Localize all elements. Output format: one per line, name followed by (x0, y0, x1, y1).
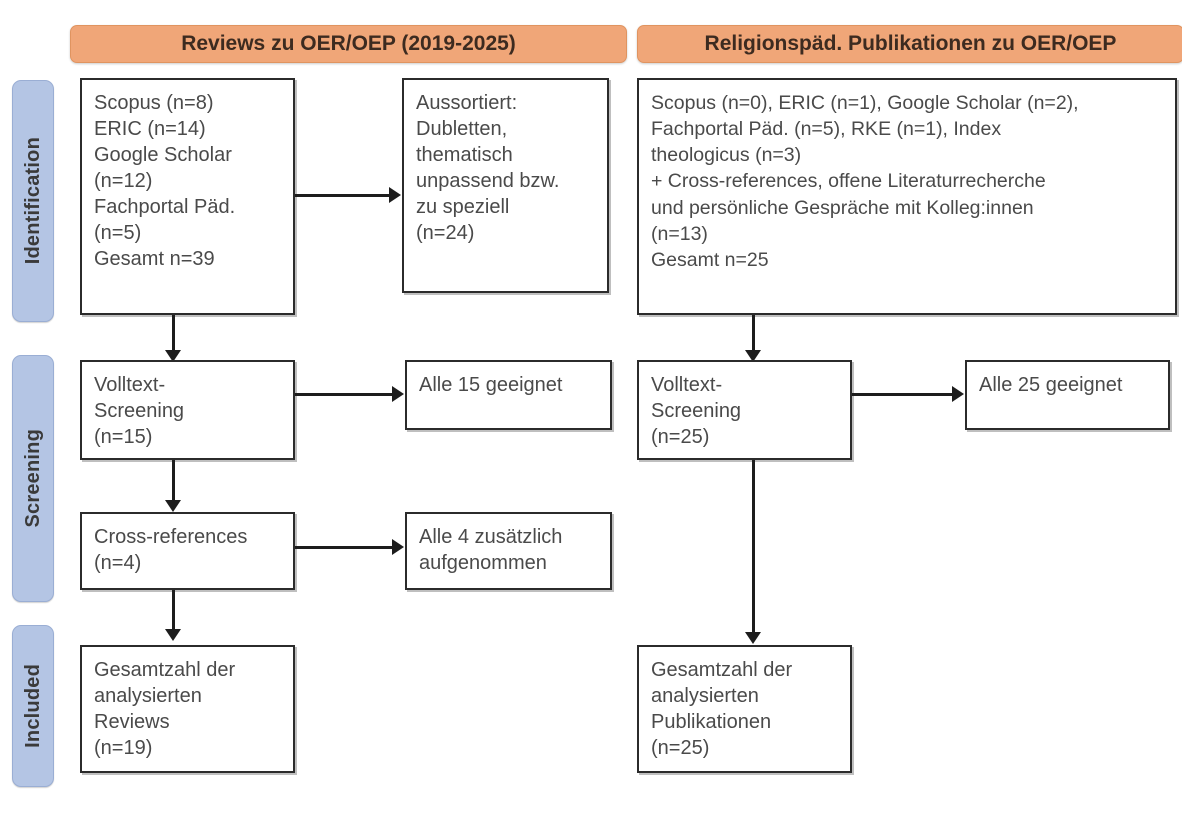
arrowhead-left-screening-to-result (392, 386, 404, 402)
box-left-screening-text: Volltext- Screening (n=15) (94, 374, 185, 448)
box-left-screening-result-text: Alle 15 geeignet (419, 374, 563, 396)
stage-label-included-text: Included (21, 664, 44, 748)
connector-right-id-to-screening (752, 315, 755, 353)
stage-label-screening: Screening (12, 355, 54, 602)
arrowhead-left-screening-to-crossrefs (165, 500, 181, 512)
arrowhead-left-id-to-screening (165, 350, 181, 362)
arrowhead-right-screening-to-included (745, 632, 761, 644)
box-left-identification: Scopus (n=8) ERIC (n=14) Google Scholar … (80, 78, 295, 315)
box-left-crossrefs-result-text: Alle 4 zusätzlich aufgenommen (419, 526, 563, 574)
connector-left-id-to-excluded (295, 194, 390, 197)
connector-left-screening-to-crossrefs (172, 460, 175, 503)
arrowhead-right-id-to-screening (745, 350, 761, 362)
box-left-screening: Volltext- Screening (n=15) (80, 360, 295, 460)
stage-label-screening-text: Screening (21, 429, 44, 528)
box-left-crossrefs-text: Cross-references (n=4) (94, 526, 248, 574)
box-left-screening-result: Alle 15 geeignet (405, 360, 612, 430)
arrowhead-left-crossrefs-to-included (165, 629, 181, 641)
connector-right-screening-to-result (852, 393, 953, 396)
stage-label-identification: Identification (12, 80, 54, 322)
box-left-identification-text: Scopus (n=8) ERIC (n=14) Google Scholar … (94, 92, 236, 270)
box-right-screening-result: Alle 25 geeignet (965, 360, 1170, 430)
box-left-excluded-text: Aussortiert: Dubletten, thematisch unpas… (416, 92, 560, 244)
box-left-excluded: Aussortiert: Dubletten, thematisch unpas… (402, 78, 609, 293)
arrowhead-right-screening-to-result (952, 386, 964, 402)
connector-left-id-to-screening (172, 315, 175, 353)
box-right-identification-text: Scopus (n=0), ERIC (n=1), Google Scholar… (651, 92, 1079, 271)
stage-label-identification-text: Identification (21, 137, 44, 265)
column-header-left-text: Reviews zu OER/OEP (2019-2025) (181, 32, 516, 55)
box-right-screening: Volltext- Screening (n=25) (637, 360, 852, 460)
column-header-right: Religionspäd. Publikationen zu OER/OEP (637, 25, 1182, 63)
box-right-screening-text: Volltext- Screening (n=25) (651, 374, 742, 448)
connector-left-screening-to-result (295, 393, 393, 396)
arrowhead-left-id-to-excluded (389, 187, 401, 203)
box-right-included-text: Gesamtzahl der analysierten Publikatione… (651, 659, 793, 759)
box-left-included-text: Gesamtzahl der analysierten Reviews (n=1… (94, 659, 236, 759)
box-right-screening-result-text: Alle 25 geeignet (979, 374, 1123, 396)
box-left-included: Gesamtzahl der analysierten Reviews (n=1… (80, 645, 295, 773)
connector-left-crossrefs-to-result (295, 546, 393, 549)
box-left-crossrefs-result: Alle 4 zusätzlich aufgenommen (405, 512, 612, 590)
column-header-left: Reviews zu OER/OEP (2019-2025) (70, 25, 627, 63)
arrowhead-left-crossrefs-to-result (392, 539, 404, 555)
box-left-crossrefs: Cross-references (n=4) (80, 512, 295, 590)
stage-label-included: Included (12, 625, 54, 787)
connector-left-crossrefs-to-included (172, 590, 175, 632)
column-header-right-text: Religionspäd. Publikationen zu OER/OEP (704, 32, 1117, 55)
connector-right-screening-to-included (752, 460, 755, 635)
box-right-included: Gesamtzahl der analysierten Publikatione… (637, 645, 852, 773)
box-right-identification: Scopus (n=0), ERIC (n=1), Google Scholar… (637, 78, 1177, 315)
